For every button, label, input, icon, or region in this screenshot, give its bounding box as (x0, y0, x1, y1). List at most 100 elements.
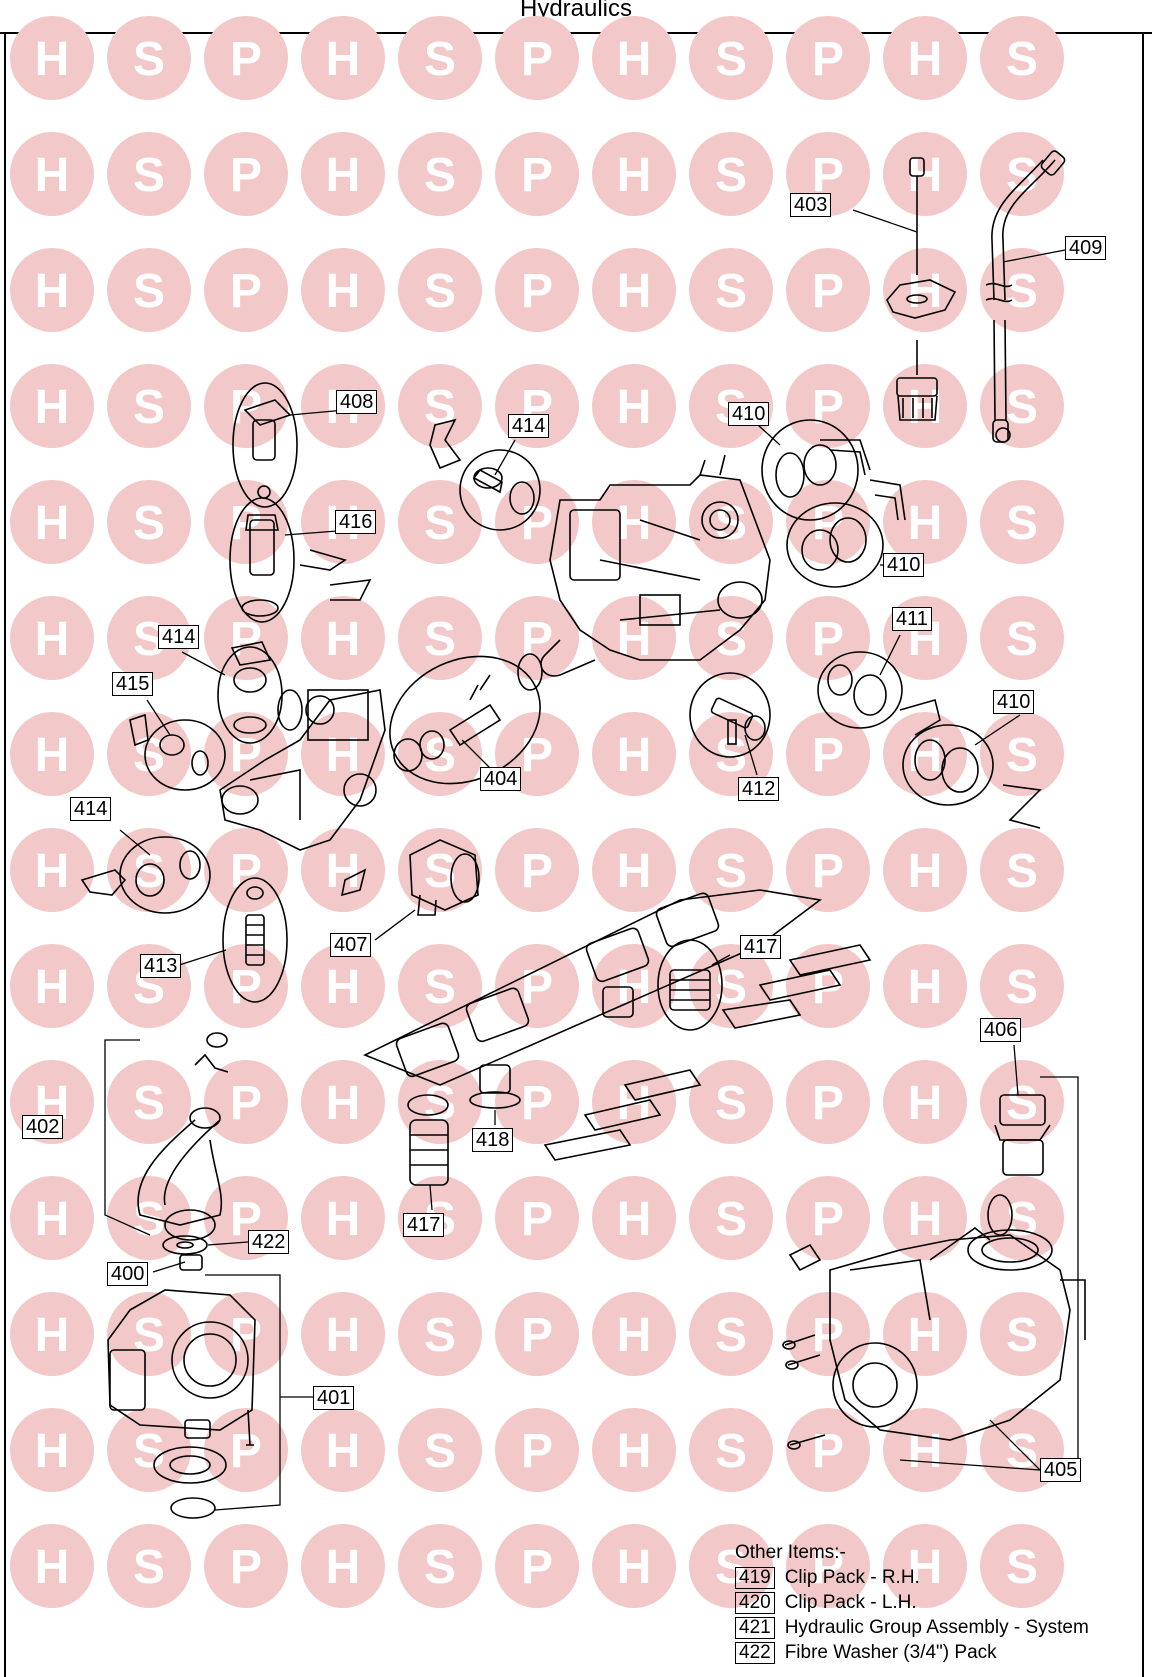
watermark-letter: S (424, 613, 456, 666)
callout-408: 408 (336, 390, 378, 414)
watermark-circle (786, 248, 870, 332)
part-413-cartridge (222, 877, 288, 1003)
other-item-number: 419 (735, 1566, 775, 1589)
watermark-circle (786, 596, 870, 680)
watermark-letter: P (812, 613, 844, 666)
watermark-letter: H (617, 265, 652, 318)
watermark-circle (786, 480, 870, 564)
callout-417-lower: 417 (403, 1213, 445, 1237)
watermark-letter: S (424, 845, 456, 898)
watermark-circle (883, 248, 967, 332)
watermark-letter: S (424, 1541, 456, 1594)
watermark-circle (301, 944, 385, 1028)
callout-418: 418 (472, 1128, 514, 1152)
watermark-letter: P (521, 1425, 553, 1478)
watermark-letter: P (230, 845, 262, 898)
callout-406: 406 (980, 1018, 1022, 1042)
watermark-letter: P (521, 1193, 553, 1246)
watermark-letter: P (812, 729, 844, 782)
watermark-circle (107, 712, 191, 796)
watermark-circle (689, 480, 773, 564)
title-bar: Hydraulics (0, 0, 1152, 34)
callout-403: 403 (790, 193, 832, 217)
other-items-list: Other Items:- 419 Clip Pack - R.H. 420 C… (735, 1540, 1089, 1665)
watermark-letter: S (133, 729, 165, 782)
watermark-circle (883, 944, 967, 1028)
hydraulic-block-main (540, 454, 771, 677)
part-417-connector-top (602, 939, 872, 1031)
watermark-circle (786, 828, 870, 912)
watermark-circle (301, 16, 385, 100)
watermark-letter: P (230, 33, 262, 86)
watermark-letter: H (35, 845, 70, 898)
watermark-letter: S (133, 1077, 165, 1130)
watermark-circle (107, 828, 191, 912)
watermark-circle (495, 248, 579, 332)
watermark-circle (107, 1060, 191, 1144)
watermark-circle (689, 596, 773, 680)
watermark-circle (10, 1524, 94, 1608)
watermark-letter: S (1006, 33, 1038, 86)
watermark-circle (398, 1292, 482, 1376)
watermark-letter: P (812, 497, 844, 550)
watermark-circle (786, 1408, 870, 1492)
callout-411: 411 (892, 607, 932, 631)
watermark-letter: P (812, 1309, 844, 1362)
watermark-circle (10, 132, 94, 216)
watermark-letter: H (326, 1077, 361, 1130)
watermark-circle (398, 1060, 482, 1144)
callout-410-upper: 410 (728, 402, 770, 426)
watermark-letter: H (908, 1077, 943, 1130)
watermark-letter: S (715, 845, 747, 898)
part-414-seal-left (217, 641, 283, 744)
watermark-circle (107, 364, 191, 448)
watermark-letter: S (424, 33, 456, 86)
watermark-circle (980, 132, 1064, 216)
watermark-circle (883, 1176, 967, 1260)
watermark-letter: S (424, 497, 456, 550)
watermark-circle (980, 828, 1064, 912)
watermark-letter: H (617, 1193, 652, 1246)
watermark-letter: S (424, 381, 456, 434)
watermark-letter: P (521, 729, 553, 782)
watermark-letter: S (133, 265, 165, 318)
watermark-circle (689, 16, 773, 100)
watermark-letter: P (812, 1541, 844, 1594)
watermark-letter: H (35, 729, 70, 782)
watermark-circle (301, 1292, 385, 1376)
watermark-letter: S (1006, 497, 1038, 550)
watermark-circle (398, 248, 482, 332)
watermark-letter: P (521, 1077, 553, 1130)
part-403-probe (886, 157, 957, 421)
watermark-letter: H (35, 1193, 70, 1246)
watermark-circle (592, 248, 676, 332)
part-409-hose (985, 150, 1066, 443)
watermark-circle (689, 1176, 773, 1260)
watermark-letter: H (326, 1193, 361, 1246)
callout-415: 415 (112, 672, 154, 696)
callout-416: 416 (335, 510, 377, 534)
watermark-circle (398, 16, 482, 100)
other-item-number: 421 (735, 1616, 775, 1639)
part-402-pipe (137, 1032, 229, 1241)
watermark-circle (689, 1060, 773, 1144)
watermark-circle (786, 1060, 870, 1144)
part-414-seal-top (429, 418, 541, 531)
callout-402: 402 (22, 1115, 64, 1139)
watermark-letter: P (521, 33, 553, 86)
watermark-letter: S (1006, 1077, 1038, 1130)
watermark-circle (786, 16, 870, 100)
watermark-circle (883, 1408, 967, 1492)
watermark-circle (301, 596, 385, 680)
watermark-circle (980, 712, 1064, 796)
other-item-row: 421 Hydraulic Group Assembly - System (735, 1615, 1089, 1640)
watermark-letter: S (133, 1309, 165, 1362)
watermark-circle (495, 132, 579, 216)
watermark-circle (10, 596, 94, 680)
watermark-circle (10, 944, 94, 1028)
watermark-circle (592, 132, 676, 216)
watermark-circle (107, 1524, 191, 1608)
watermark-circle (10, 248, 94, 332)
watermark-circle (495, 944, 579, 1028)
watermark-circle (301, 132, 385, 216)
